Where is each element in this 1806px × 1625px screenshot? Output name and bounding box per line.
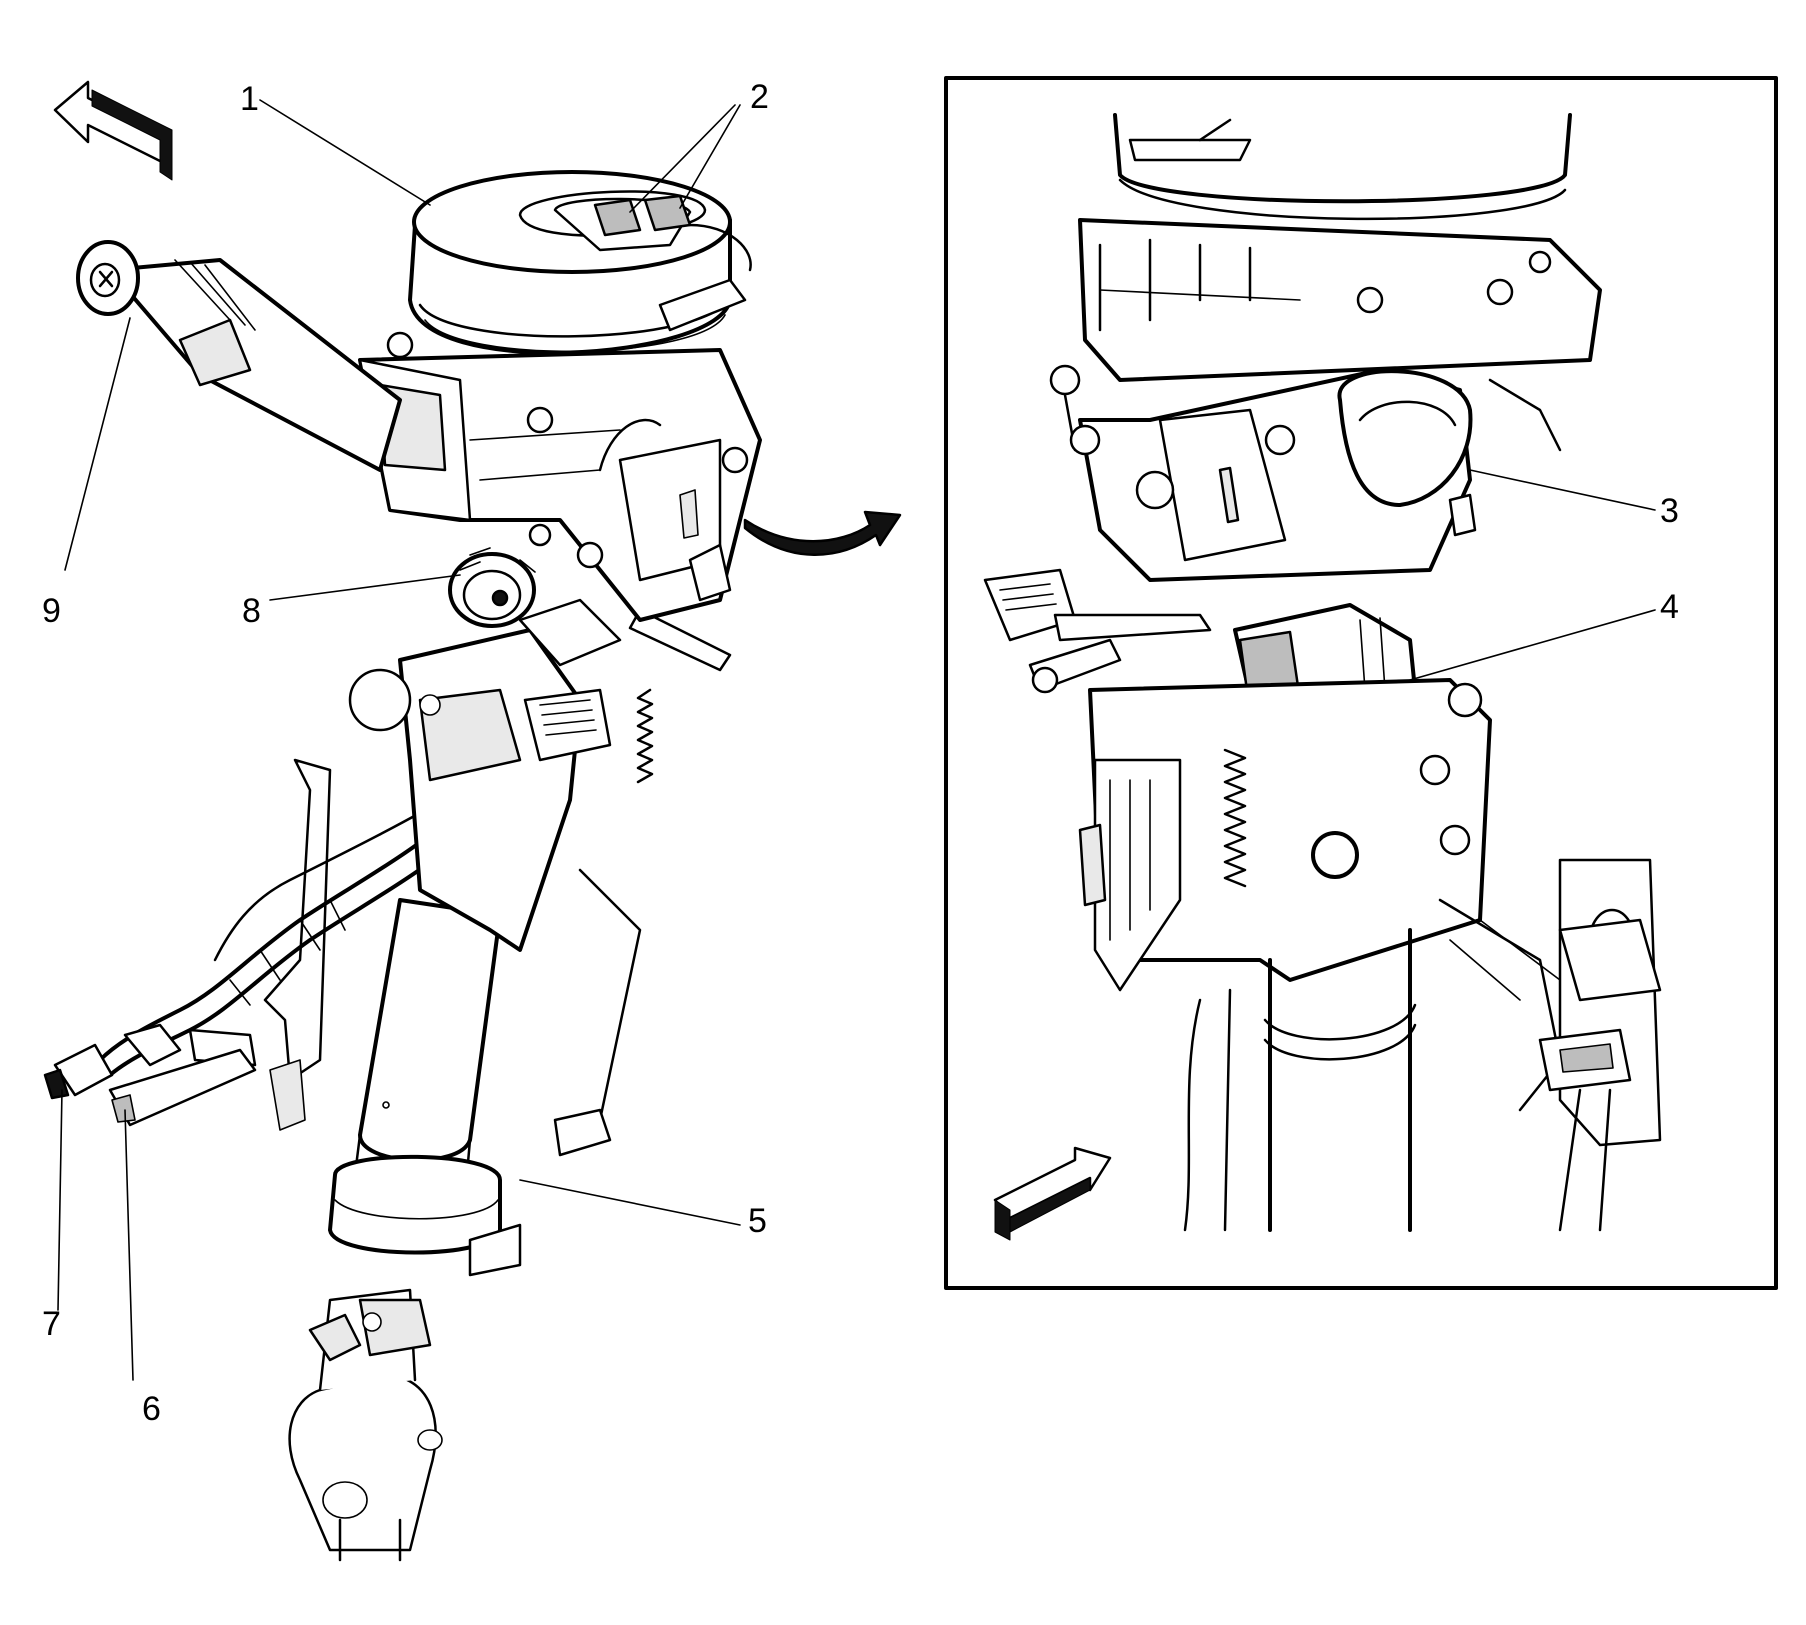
leader-lines-left [57, 99, 741, 1381]
callout-6: 6 [142, 1390, 161, 1428]
callout-4: 4 [1660, 588, 1679, 626]
callout-5: 5 [748, 1202, 767, 1240]
connector-7 [53, 1043, 114, 1097]
multifunction-lever [76, 240, 402, 472]
view-transition-arrow-icon [743, 510, 902, 556]
column-tube [328, 898, 502, 1255]
callout-3: 3 [1660, 492, 1679, 530]
lock-housing-detail [1069, 368, 1562, 582]
lock-cylinder [448, 547, 536, 628]
spring-detail [1223, 748, 1247, 888]
callout-1: 1 [240, 80, 259, 118]
callout-9: 9 [42, 592, 61, 630]
spring [636, 688, 654, 784]
column-support-bracket [263, 758, 642, 1277]
switch-housing [358, 331, 762, 622]
connector-2a [593, 198, 642, 237]
direction-arrow-detail-icon [993, 1146, 1112, 1241]
callout-8: 8 [242, 592, 261, 630]
callout-2: 2 [750, 78, 769, 116]
clock-spring [408, 170, 752, 355]
left-view [43, 80, 902, 1562]
direction-arrow-icon [53, 80, 173, 181]
lock-housing [348, 547, 732, 952]
callout-7: 7 [42, 1305, 61, 1343]
detail-frame [944, 76, 1778, 1290]
detail-inset [944, 76, 1778, 1290]
callout-labels: 1 2 3 4 5 6 7 8 9 [42, 78, 1679, 1428]
